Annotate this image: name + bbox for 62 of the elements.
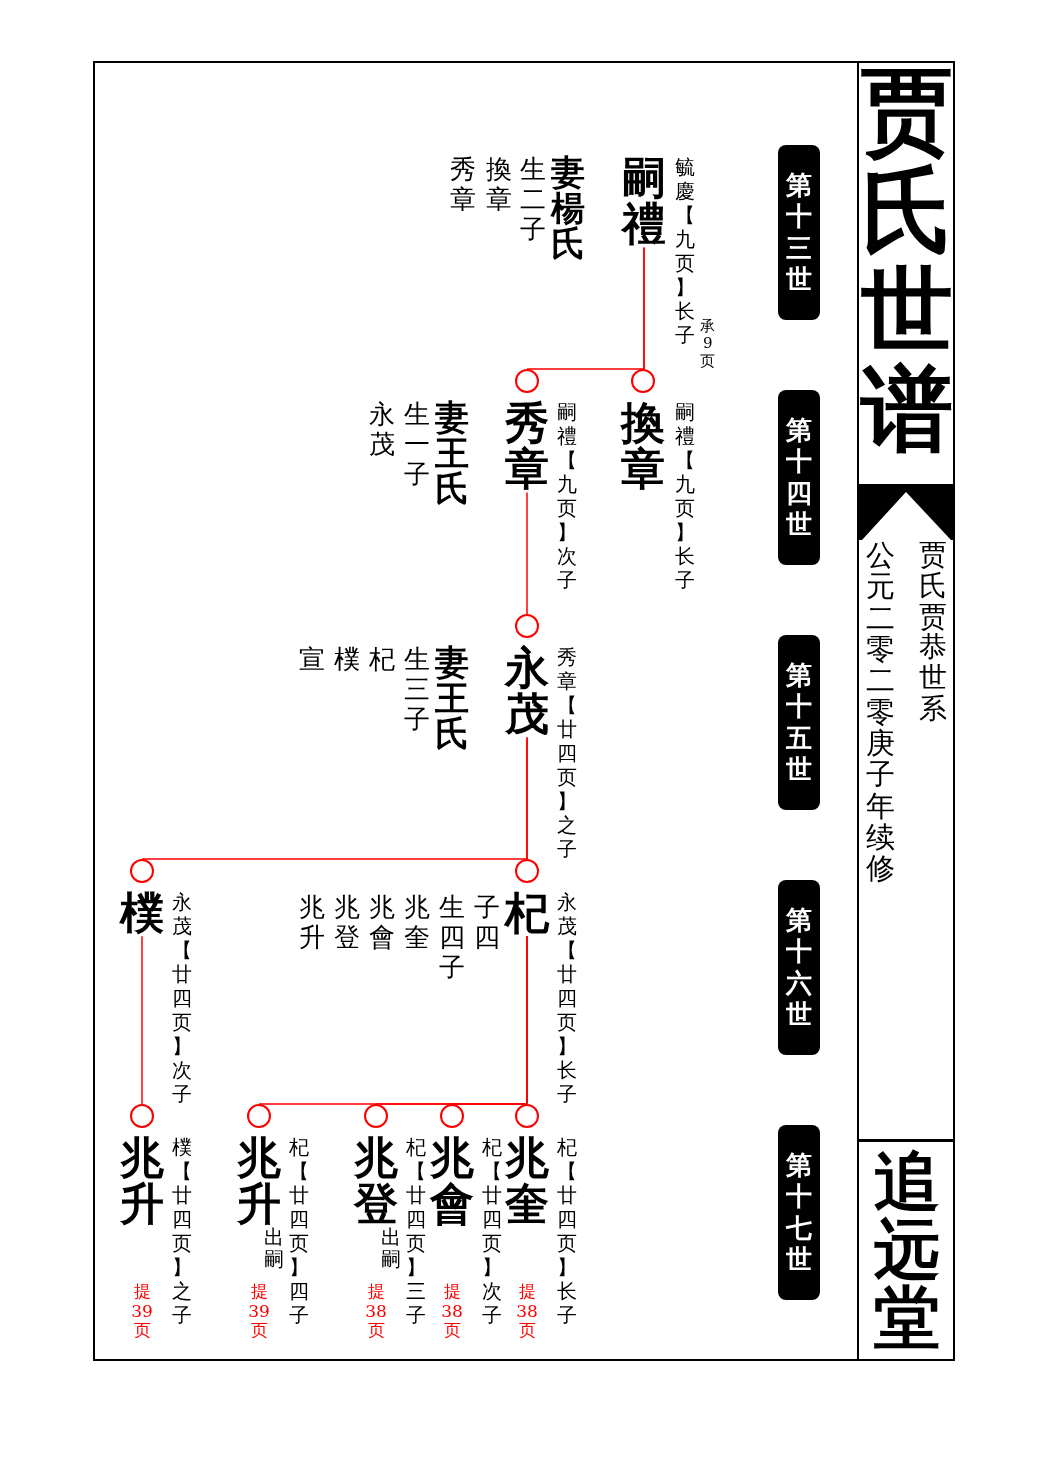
lineage-note: 樸【廿四页】之子 [172,1135,192,1327]
children-note: 兆會 [369,893,395,953]
lineage-note: 杞【廿四页】三子 [406,1135,426,1327]
connector-line [526,246,645,370]
page-reference: 提38页 [516,1282,539,1341]
children-note: 兆升 [299,893,325,953]
children-note: 生二子 [520,155,546,245]
generation-tab: 第十四世 [778,390,820,565]
lineage-note: 杞【廿四页】次子 [482,1135,502,1327]
children-note: 秀章 [450,155,476,215]
wife-name: 妻王氏 [435,400,469,508]
adoption-note: 出嗣 [264,1226,284,1270]
adoption-note: 出嗣 [381,1226,401,1270]
children-note: 永茂 [369,400,395,460]
person-name: 樸 [120,890,164,937]
page-reference: 提39页 [131,1282,154,1341]
generation-tab: 第十五世 [778,635,820,810]
person-name: 兆會 [430,1135,474,1228]
connector-line [526,491,528,615]
wife-name: 妻王氏 [435,645,469,753]
person-name: 兆奎 [505,1135,549,1228]
children-note: 子四 [474,893,500,953]
children-note: 生四子 [439,893,465,983]
connector-line [258,935,528,1105]
children-note: 兆奎 [404,893,430,953]
children-note: 杞 [369,645,395,675]
person-name: 永茂 [505,645,549,738]
lineage-note: 杞【廿四页】长子 [557,1135,577,1327]
subtitle: 贾氏贾恭世系 [919,540,947,725]
title: 贾氏世谱 [861,62,953,460]
generation-tab: 第十三世 [778,145,820,320]
children-note: 宣 [299,645,325,675]
lineage-note: 杞【廿四页】四子 [289,1135,309,1327]
lineage-note: 永茂【廿四页】长子 [557,890,577,1106]
person-name: 杞 [505,890,549,937]
connector-line [141,935,143,1105]
children-note: 兆登 [334,893,360,953]
hall-name: 追远堂 [874,1148,940,1352]
person-name: 兆升 [120,1135,164,1228]
person-name: 換章 [621,400,665,493]
lineage-note: 毓慶【九页】长子 [675,155,695,347]
person-name: 嗣禮 [622,155,666,248]
children-note: 生三子 [404,645,430,735]
person-name: 兆登 [354,1135,398,1228]
edition-note: 公元二零二零庚子年续修 [866,540,895,885]
generation-tab: 第十七世 [778,1125,820,1300]
wife-name: 妻楊氏 [551,155,585,263]
generation-tab: 第十六世 [778,880,820,1055]
children-note: 換章 [486,155,512,215]
page-reference: 提39页 [248,1282,271,1341]
page-reference: 提38页 [365,1282,388,1341]
children-note: 生一子 [404,400,430,490]
lineage-note: 秀章【廿四页】之子 [557,645,577,861]
person-name: 兆升 [237,1135,281,1228]
connector-line [141,736,528,860]
page-note: 承9页 [699,318,717,370]
lineage-note: 嗣禮【九页】次子 [557,400,577,592]
page-reference: 提38页 [441,1282,464,1341]
children-note: 樸 [334,645,360,675]
lineage-note: 永茂【廿四页】次子 [172,890,192,1106]
lineage-note: 嗣禮【九页】长子 [675,400,695,592]
person-name: 秀章 [505,400,549,493]
